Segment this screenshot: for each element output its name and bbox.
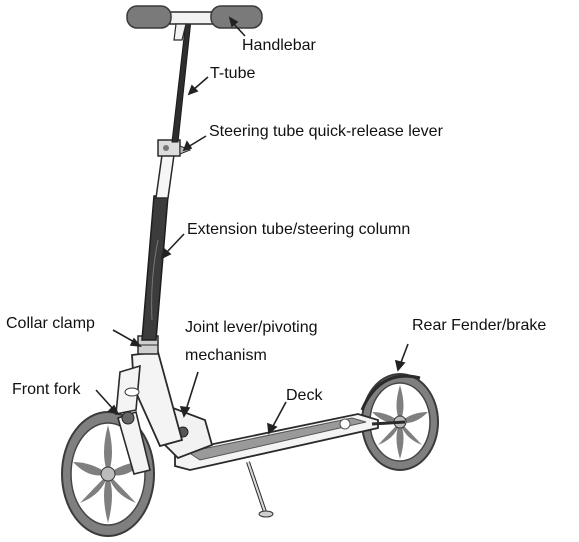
handlebar xyxy=(126,5,263,41)
front-fork xyxy=(117,410,151,475)
leader-arrows xyxy=(95,16,409,435)
upper-tube xyxy=(155,154,175,199)
quick-release-lever xyxy=(157,139,192,157)
label-joint-lever-line1: Joint lever/pivoting xyxy=(185,319,318,336)
label-deck: Deck xyxy=(286,387,323,404)
label-extension-tube: Extension tube/steering column xyxy=(187,221,411,238)
label-joint-lever-line2: mechanism xyxy=(185,347,267,364)
extension-tube xyxy=(141,195,169,341)
label-t-tube: T-tube xyxy=(210,65,256,82)
deck xyxy=(174,413,406,471)
label-collar-clamp: Collar clamp xyxy=(6,315,95,332)
rear-fender xyxy=(360,374,421,411)
label-front-fork: Front fork xyxy=(12,381,81,398)
kickstand xyxy=(246,461,274,518)
label-handlebar: Handlebar xyxy=(242,37,316,54)
label-rear-fender: Rear Fender/brake xyxy=(412,317,547,334)
label-quick-release-lever: Steering tube quick-release lever xyxy=(209,123,443,140)
